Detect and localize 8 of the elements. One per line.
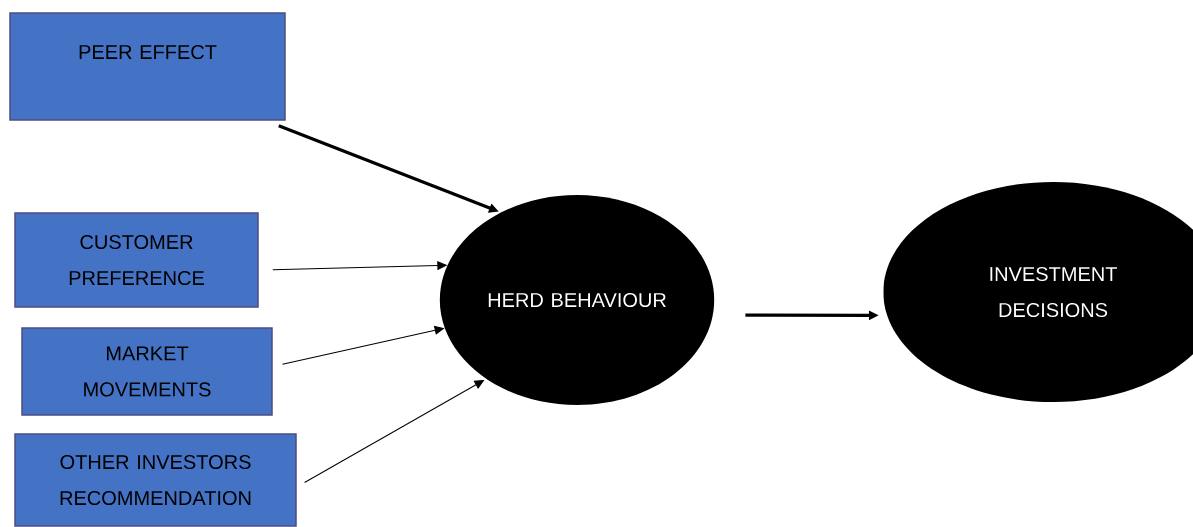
process-box: PEER EFFECT [9,12,286,121]
process-box: CUSTOMER PREFERENCE [14,212,259,308]
arrow [282,325,444,365]
arrow [304,380,484,484]
process-box: MARKET MOVEMENTS [21,327,273,416]
process-box: OTHER INVESTORS RECOMMENDATION [14,433,297,527]
arrow [272,261,447,271]
ellipse-node: HERD BEHAVIOUR [439,195,715,405]
